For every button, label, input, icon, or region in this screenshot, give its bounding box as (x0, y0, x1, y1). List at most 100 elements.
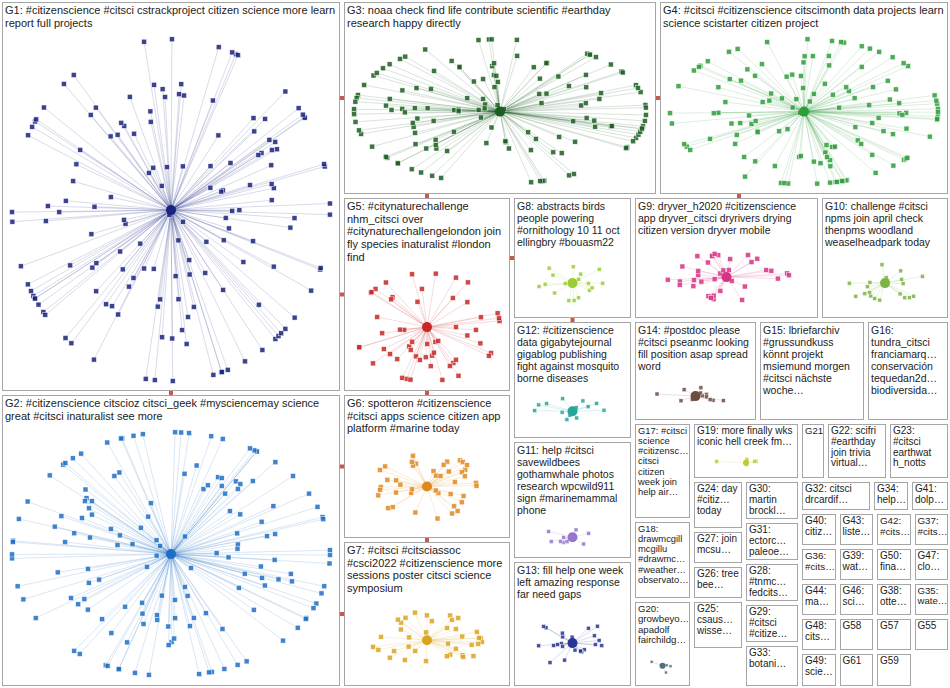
group-label: G35: wate… (916, 585, 948, 608)
vertex-icon (753, 159, 758, 164)
vertex-icon (315, 504, 320, 509)
vertex-icon (901, 282, 905, 286)
vertex-icon (592, 634, 596, 638)
vertex-icon (269, 198, 274, 203)
group-label: G31: ectorc… paleoe… (747, 524, 797, 558)
vertex-icon (172, 597, 177, 602)
vertex-icon (425, 106, 430, 111)
vertex-icon (854, 294, 858, 298)
vertex-icon (677, 282, 682, 287)
vertex-icon (71, 179, 76, 184)
vertex-icon (381, 66, 386, 71)
vertex-icon (801, 86, 806, 91)
vertex-icon (219, 370, 224, 375)
vertex-icon (194, 463, 199, 468)
group-box: G24: day #citiz… today (694, 482, 742, 528)
vertex-icon (43, 312, 48, 317)
vertex-icon (260, 348, 265, 353)
vertex-icon (388, 352, 393, 357)
vertex-icon (825, 155, 830, 160)
vertex-icon (665, 277, 670, 282)
group-label: G59 (878, 655, 910, 668)
vertex-icon (448, 492, 453, 497)
vertex-icon (398, 627, 403, 632)
group-box: G40: citiz… (802, 514, 836, 545)
vertex-icon (138, 525, 143, 530)
group-box: G17: #citsci science #citizensc… citsci … (635, 424, 690, 518)
vertex-icon (110, 304, 115, 309)
vertex-icon (160, 87, 165, 92)
vertex-icon (88, 535, 93, 540)
cluster-links (359, 274, 499, 380)
vertex-icon (166, 643, 171, 648)
vertex-icon (148, 501, 153, 506)
vertex-icon (556, 643, 560, 647)
vertex-icon (116, 667, 121, 672)
vertex-icon (664, 671, 667, 674)
vertex-icon (173, 274, 178, 279)
vertex-icon (567, 299, 571, 303)
vertex-icon (696, 268, 701, 273)
vertex-icon (665, 664, 668, 667)
vertex-icon (119, 436, 124, 441)
vertex-icon (148, 119, 153, 124)
vertex-icon (179, 82, 184, 87)
vertex-icon (108, 195, 113, 200)
vertex-icon (182, 585, 187, 590)
vertex-icon (726, 268, 731, 273)
group-label: G43: liste… (841, 515, 873, 539)
vertex-icon (86, 566, 91, 571)
group-label: G37: #cits… (916, 515, 948, 538)
group-label: G16: tundra_citsci franciamarq… conserva… (869, 323, 947, 397)
vertex-icon (154, 538, 159, 543)
vertex-icon (828, 180, 833, 185)
vertex-icon (371, 361, 376, 366)
vertex-icon (721, 268, 726, 273)
vertex-icon (711, 111, 716, 116)
vertex-icon (63, 461, 68, 466)
vertex-icon (624, 146, 629, 151)
group-label: G8: abstracts birds people powering #orn… (515, 199, 630, 249)
group-label: G21 (803, 425, 823, 437)
vertex-icon (441, 462, 446, 467)
vertex-icon (593, 55, 598, 60)
vertex-icon (753, 73, 758, 78)
vertex-icon (609, 124, 614, 129)
vertex-icon (602, 408, 606, 412)
vertex-icon (271, 504, 276, 509)
vertex-icon (158, 297, 163, 302)
vertex-icon (222, 666, 227, 671)
vertex-icon (428, 364, 433, 369)
cluster-hub (166, 205, 176, 215)
vertex-icon (810, 54, 815, 59)
group-box: G21 (802, 424, 824, 478)
vertex-icon (61, 81, 66, 86)
vertex-icon (236, 53, 241, 58)
vertex-icon (108, 134, 113, 139)
vertex-icon (852, 96, 857, 101)
vertex-icon (721, 399, 725, 403)
vertex-icon (155, 304, 160, 309)
vertex-icon (815, 181, 820, 186)
vertex-icon (225, 367, 230, 372)
vertex-icon (413, 648, 418, 653)
vertex-icon (438, 474, 443, 479)
group-box: G5: #citynaturechallenge nhm_citsci over… (344, 198, 510, 391)
vertex-icon (10, 552, 15, 557)
vertex-icon (643, 112, 648, 117)
vertex-icon (142, 39, 147, 44)
vertex-icon (715, 460, 719, 464)
group-label: G55 (916, 620, 948, 633)
vertex-icon (597, 638, 601, 642)
group-box: G47: clo… (915, 549, 949, 580)
vertex-icon (82, 597, 87, 602)
vertex-icon (899, 269, 903, 273)
vertex-icon (609, 124, 614, 129)
vertex-icon (449, 58, 454, 63)
vertex-icon (765, 40, 770, 45)
vertex-icon (141, 622, 146, 627)
vertex-icon (794, 97, 799, 102)
group-label: G9: dryver_h2020 #citizenscience app dry… (636, 199, 817, 237)
vertex-icon (571, 172, 576, 177)
vertex-icon (10, 540, 15, 545)
